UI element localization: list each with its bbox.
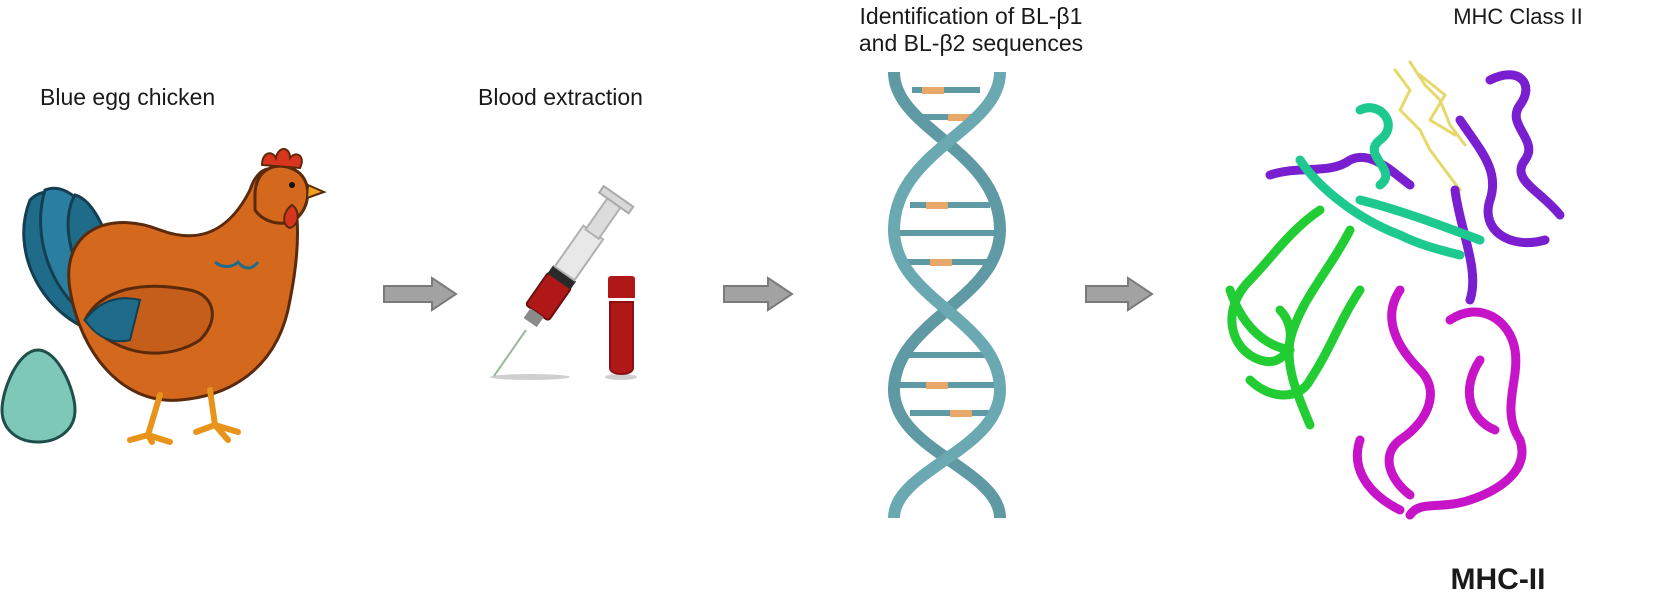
step-label-blood-extraction: Blood extraction — [478, 84, 643, 110]
step-label-identification: Identification of BL-β1 and BL-β2 sequen… — [820, 3, 1122, 57]
identification-line-1: Identification of BL-β1 — [859, 3, 1083, 29]
step-label-mhc-class: MHC Class II — [1453, 4, 1583, 29]
identification-line-2: and BL-β2 sequences — [858, 30, 1084, 56]
egg-icon — [0, 348, 77, 444]
chicken-icon — [22, 148, 327, 445]
step-label-chicken: Blue egg chicken — [40, 84, 216, 110]
syringe-icon — [490, 184, 635, 380]
arrow-icon — [1085, 276, 1154, 312]
blood-tube-icon — [605, 276, 637, 380]
dna-icon — [887, 71, 1007, 519]
arrow-icon — [383, 276, 458, 312]
protein-structure-icon — [1225, 60, 1565, 520]
arrow-icon — [723, 276, 794, 312]
mhc-ii-title: MHC-II — [1450, 563, 1546, 596]
